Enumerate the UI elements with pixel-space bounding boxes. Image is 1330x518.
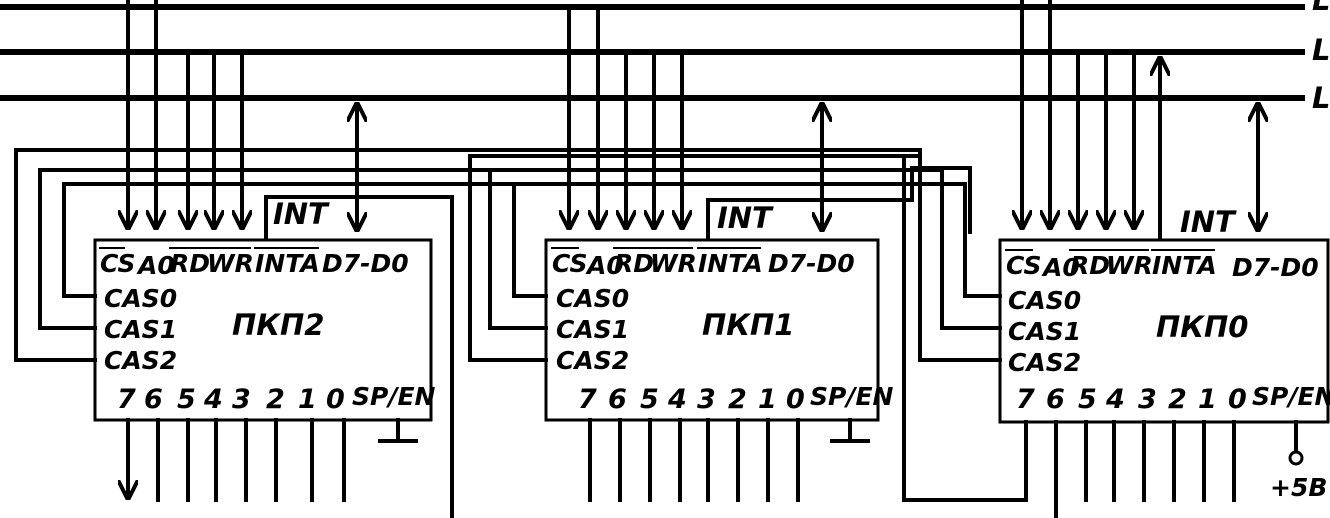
ir-3: 3 bbox=[1138, 384, 1157, 415]
pin-a0: A0 bbox=[585, 251, 624, 280]
ir-2: 2 bbox=[728, 384, 747, 415]
pin-a0: A0 bbox=[136, 251, 175, 280]
system-buses: L L L bbox=[0, 0, 1330, 115]
pin-inta: INTA bbox=[255, 249, 320, 278]
cas2-drop-1 bbox=[468, 154, 922, 362]
ir-5: 5 bbox=[1078, 384, 1097, 415]
int-label: INT bbox=[273, 197, 330, 231]
ir-2: 2 bbox=[1168, 384, 1187, 415]
pin-sp-en: SP/EN bbox=[1252, 382, 1330, 411]
pin-wr: WR bbox=[650, 249, 697, 278]
ir-3: 3 bbox=[232, 384, 251, 415]
ir-5: 5 bbox=[177, 384, 196, 415]
pin-cas1: CAS1 bbox=[1008, 317, 1081, 346]
pin-data: D7-D0 bbox=[1232, 253, 1319, 282]
supply-label: +5B bbox=[1270, 473, 1327, 502]
ir-4: 4 bbox=[203, 384, 223, 415]
pin-cas1: CAS1 bbox=[104, 315, 177, 344]
pin-cas2: CAS2 bbox=[1008, 348, 1081, 377]
ir-6: 6 bbox=[144, 384, 163, 415]
chip-body-pkp0 bbox=[998, 238, 1330, 424]
ir-7: 7 bbox=[578, 384, 597, 415]
ir-7: 7 bbox=[1016, 384, 1035, 415]
pin-cs: CS bbox=[100, 249, 135, 278]
pin-rd: RD bbox=[170, 249, 210, 278]
pin-wr: WR bbox=[207, 249, 254, 278]
pin-cas1: CAS1 bbox=[556, 315, 629, 344]
chip-body-pkp1 bbox=[544, 238, 880, 422]
ir-1: 1 bbox=[758, 384, 777, 415]
int1-to-master bbox=[902, 154, 1028, 502]
pin-cs: CS bbox=[1006, 251, 1041, 280]
cas1-drop-1 bbox=[488, 168, 548, 330]
wire-int-2 bbox=[264, 195, 454, 518]
chip-pkp0: INT CS A0 RD WR INTA D7-D0 CAS0 CAS1 CAS… bbox=[998, 0, 1330, 518]
ir-1: 1 bbox=[298, 384, 317, 415]
cas2-track bbox=[14, 148, 1002, 362]
chip-name: ПКП0 bbox=[1156, 310, 1248, 344]
chip-pkp1: INT CS A0 RD WR INTA D7-D0 CAS0 CAS1 CAS… bbox=[544, 5, 972, 502]
chip-body-pkp2 bbox=[93, 238, 433, 422]
pin-cas0: CAS0 bbox=[1008, 286, 1081, 315]
pin-sp-en: SP/EN bbox=[352, 382, 436, 411]
pin-cas2: CAS2 bbox=[104, 346, 177, 375]
pin-rd: RD bbox=[614, 249, 654, 278]
cas-cascade-bus bbox=[14, 148, 1028, 502]
ir-6: 6 bbox=[608, 384, 627, 415]
ir-1: 1 bbox=[1198, 384, 1217, 415]
pin-cs: CS bbox=[552, 249, 587, 278]
pin-data: D7-D0 bbox=[768, 249, 855, 278]
ir-7: 7 bbox=[117, 384, 136, 415]
int-label: INT bbox=[717, 201, 774, 235]
chip-name: ПКП2 bbox=[232, 308, 324, 342]
bus-label-2: L bbox=[1312, 33, 1330, 67]
pin-cas0: CAS0 bbox=[104, 284, 177, 313]
cas0-drop-1 bbox=[512, 182, 548, 298]
pin-cas0: CAS0 bbox=[556, 284, 629, 313]
pin-cas2: CAS2 bbox=[556, 346, 629, 375]
ir-0: 0 bbox=[1228, 384, 1247, 415]
chip-pkp2: INT CS A0 RD WR INTA D7-D0 CAS0 CAS1 CAS… bbox=[93, 0, 454, 518]
pin-data: D7-D0 bbox=[322, 249, 409, 278]
int-label: INT bbox=[1180, 205, 1237, 239]
supply-terminal-icon bbox=[1288, 450, 1304, 466]
pin-inta: INTA bbox=[698, 249, 763, 278]
ir-5: 5 bbox=[640, 384, 659, 415]
pin-wr: WR bbox=[1106, 251, 1153, 280]
ir-0: 0 bbox=[326, 384, 345, 415]
pin-sp-en: SP/EN bbox=[810, 382, 894, 411]
ir-6: 6 bbox=[1046, 384, 1065, 415]
pin-inta: INTA bbox=[1152, 251, 1217, 280]
pin-a0: A0 bbox=[1041, 253, 1080, 282]
ir-4: 4 bbox=[667, 384, 687, 415]
bus-label-3: L bbox=[1312, 81, 1330, 115]
ir-3: 3 bbox=[697, 384, 716, 415]
ir-4: 4 bbox=[1105, 384, 1125, 415]
ir-0: 0 bbox=[786, 384, 805, 415]
pin-rd: RD bbox=[1070, 251, 1110, 280]
ir-2: 2 bbox=[266, 384, 285, 415]
bus-label-1: L bbox=[1312, 0, 1330, 17]
chip-name: ПКП1 bbox=[702, 308, 794, 342]
